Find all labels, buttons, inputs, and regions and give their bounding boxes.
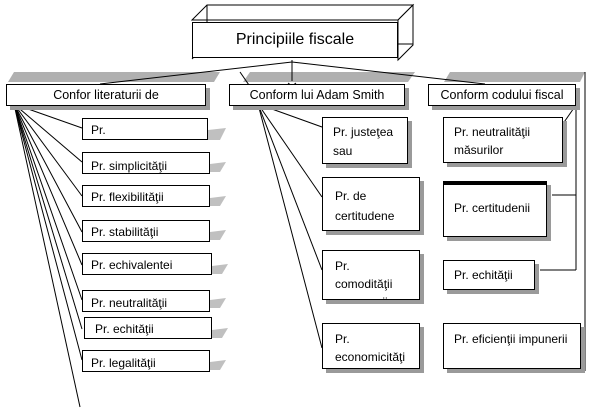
- principle-item: Pr. certitudenii: [443, 181, 547, 237]
- principle-item: Pr. de certitudene: [322, 177, 420, 231]
- principle-item: Pr. neutralităţii: [82, 290, 210, 312]
- principle-item: Pr. comodităţii perceperii: [322, 250, 420, 300]
- principle-item: Pr. eficienţii impunerii: [443, 323, 581, 369]
- column-header-adam-smith: Conform lui Adam Smith: [229, 84, 405, 106]
- principle-item: Pr. neutralităţii măsurilor: [443, 117, 563, 163]
- principle-item: Pr. justeţea sau: [322, 117, 408, 164]
- column-header-literature: Confor literaturii de: [6, 84, 206, 106]
- column-header-fiscal-code: Conform codului fiscal: [428, 84, 576, 106]
- principle-item: Pr. echităţii: [84, 317, 212, 339]
- principle-item: Pr. echităţii: [443, 260, 535, 290]
- principle-item: Pr.: [82, 118, 208, 140]
- principle-item: Pr. flexibilităţii: [82, 185, 210, 207]
- principle-item: Pr. economicităţi: [322, 323, 420, 369]
- principle-item: Pr. simplicităţii: [82, 152, 210, 174]
- page-title: Principiile fiscale: [192, 22, 398, 58]
- principle-item: Pr. stabilităţii: [82, 220, 210, 242]
- principle-item: Pr. echivalentei: [82, 253, 212, 275]
- principle-item: Pr. legalităţii: [82, 350, 210, 372]
